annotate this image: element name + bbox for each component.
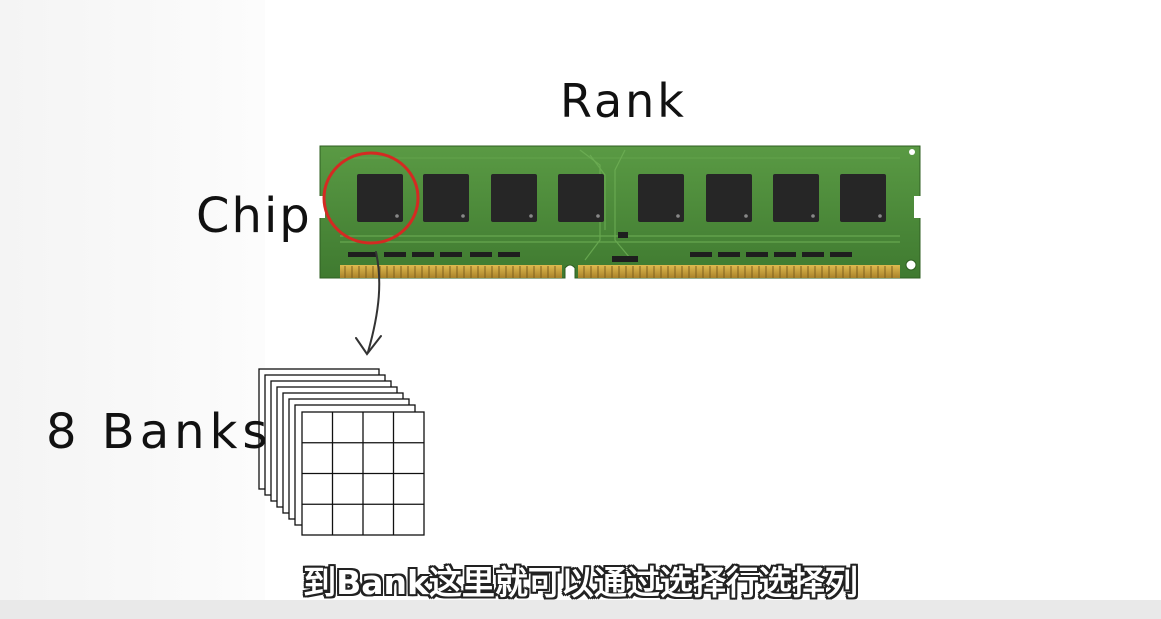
chip-pin1-dots [395, 214, 882, 218]
memory-chip-1 [357, 174, 403, 222]
arrow-chip-to-banks [355, 251, 382, 356]
background-shade [0, 0, 265, 619]
pcb-components [348, 232, 852, 262]
memory-chip-6 [706, 174, 752, 222]
video-subtitle: 到Bank这里就可以通过选择行选择列 [303, 563, 858, 602]
pcb-notch-right [914, 196, 922, 218]
memory-chip-4 [558, 174, 604, 222]
memory-chip-7 [773, 174, 819, 222]
chip-label: Chip [196, 188, 312, 244]
banks-label: 8 Banks [46, 404, 273, 460]
pcb-traces [340, 149, 900, 261]
chip-highlight-circle [322, 151, 420, 245]
memory-chip-3 [491, 174, 537, 222]
ram-module [318, 145, 922, 279]
mount-hole-right [905, 259, 917, 271]
contact-separators [344, 266, 893, 278]
bank-grid-lines [302, 412, 424, 535]
rank-label: Rank [560, 74, 687, 128]
bottom-strip [0, 600, 1161, 619]
memory-chip-5 [638, 174, 684, 222]
memory-chip-8 [840, 174, 886, 222]
mount-hole-top [909, 149, 915, 155]
memory-chip-2 [423, 174, 469, 222]
bank-stack [258, 368, 425, 536]
memory-chips [357, 174, 886, 222]
gold-contacts-right [578, 265, 900, 278]
pcb-notch-left [318, 196, 325, 218]
